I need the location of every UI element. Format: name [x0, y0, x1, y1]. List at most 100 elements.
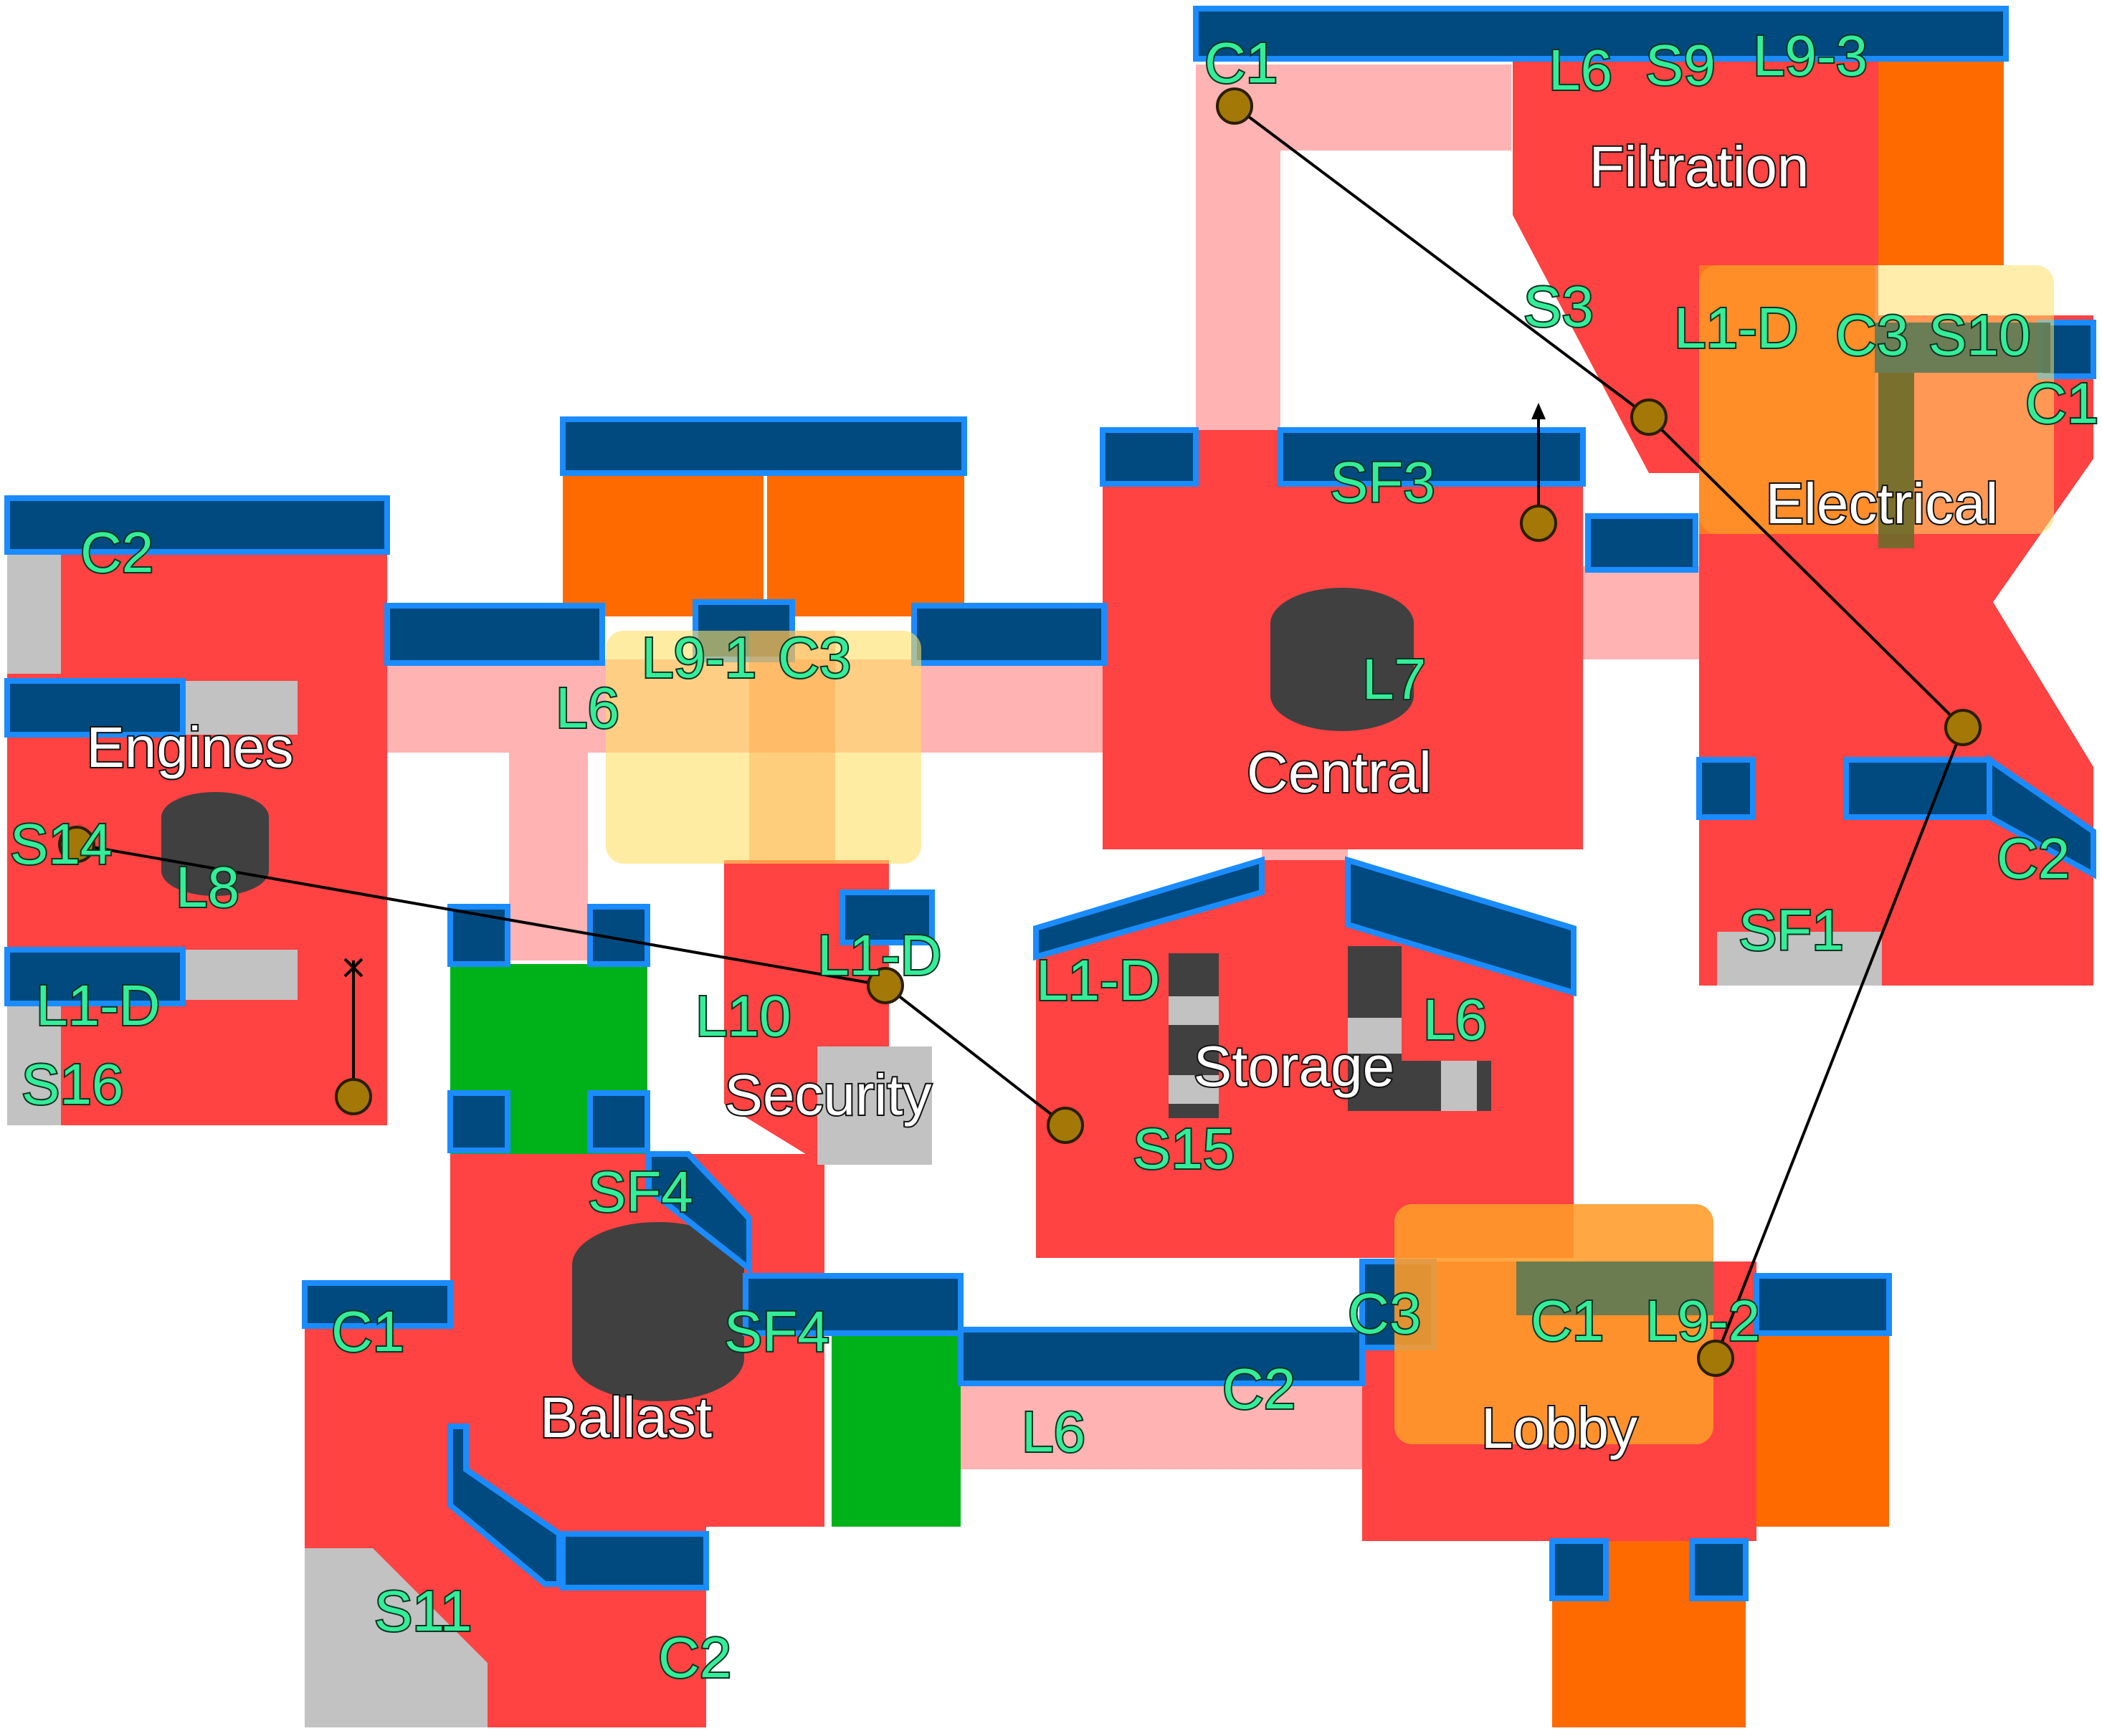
wall-lower-corridor [958, 1327, 1365, 1386]
wall-corridor-south-left [447, 904, 510, 967]
route-filtration-lobby [1233, 105, 1965, 1359]
wall-ballast-diagonal [646, 1151, 752, 1275]
zone-lobby-bar [1516, 1262, 1713, 1315]
corridor-security-vertical [509, 745, 588, 960]
wall-lobby-right [1754, 1273, 1892, 1336]
wall-central-left [1100, 427, 1199, 487]
waypoint-central[interactable] [1520, 505, 1557, 542]
room-label-security: Security [725, 1063, 932, 1127]
wall-central-right [1278, 427, 1586, 487]
wall-ballast-top [743, 1273, 964, 1336]
waypoint-lobby[interactable] [1697, 1340, 1734, 1377]
wall-filtration-top [1193, 6, 2009, 62]
corridor-filtration-vertical [1196, 129, 1280, 487]
wall-electrical-mid-left [1696, 757, 1756, 820]
tag-l10: L10 [695, 984, 791, 1048]
dark-objects [161, 588, 1491, 1401]
zones [606, 265, 2054, 1444]
zone-electrical-bar [1875, 323, 2050, 373]
wall-engines-low [4, 947, 186, 1006]
orange-north-left [563, 473, 764, 616]
zone-electrical-post [1878, 373, 1914, 548]
tag-sf1: SF1 [1739, 898, 1844, 962]
waypoints[interactable] [58, 87, 1982, 1377]
room-label-central: Central [1247, 740, 1432, 804]
engines-cylinder-icon [161, 792, 269, 896]
tag-c2-lower: C2 [1222, 1357, 1295, 1421]
corridors [387, 65, 1706, 1469]
tag-c2-electrical: C2 [1997, 826, 2070, 890]
tag-l8: L8 [176, 855, 239, 919]
waypoint-electrical[interactable] [1944, 709, 1982, 746]
tag-l7: L7 [1362, 647, 1426, 711]
tag-l1d-storage: L1-D [1036, 948, 1160, 1012]
engines-grey-left-top [7, 552, 61, 674]
wall-security-top [840, 890, 935, 945]
tag-s14: S14 [10, 812, 112, 876]
tag-sf4-top: SF4 [588, 1160, 693, 1224]
room-label-filtration: Filtration [1589, 135, 1809, 199]
tag-l9-1: L9-1 [642, 626, 756, 690]
wall-lobby-bottom-left [1549, 1538, 1609, 1601]
wall-engines-mid [4, 678, 186, 738]
tag-l9-3: L9-3 [1753, 24, 1868, 87]
tag-c1-lobby: C1 [1531, 1289, 1604, 1353]
wall-storage-left [1033, 856, 1265, 961]
orange-blocks [563, 57, 2004, 1727]
waypoint-filtration[interactable] [1630, 399, 1668, 436]
arrow-up-icon [1531, 403, 1546, 419]
tag-l6-filtration: L6 [1549, 38, 1612, 102]
orange-north-right [767, 473, 964, 616]
tag-sf3: SF3 [1330, 450, 1435, 514]
tag-l6-storage: L6 [1423, 988, 1487, 1051]
zone-electrical-orange [1699, 265, 1875, 534]
zone-security-yellow [606, 631, 921, 864]
southwest-grey [305, 1548, 488, 1727]
wall-green-low-right [587, 1090, 650, 1153]
waypoint-c1-top[interactable] [1216, 87, 1253, 125]
room-label-electrical: Electrical [1766, 472, 1999, 535]
corridor-ballast-lobby [961, 1376, 1362, 1469]
tag-c1-ballast: C1 [331, 1299, 404, 1363]
ballast-cylinder-icon [572, 1222, 744, 1401]
waypoint-security[interactable] [867, 967, 904, 1004]
waypoint-engines-s16[interactable] [335, 1078, 372, 1115]
wall-southwest-diagonal [447, 1423, 562, 1587]
wall-green-low-left [447, 1090, 510, 1153]
tag-c3-security: C3 [778, 626, 851, 690]
tag-labels: C1 L6 S9 L9-3 S3 L1-D C3 S10 C1 SF3 L7 C… [9, 22, 2100, 1691]
tag-s16: S16 [22, 1052, 123, 1116]
tag-c2-bottom: C2 [658, 1626, 731, 1689]
wall-electrical-link [1585, 513, 1698, 573]
wall-lobby-bottom-right [1689, 1538, 1749, 1601]
waypoint-storage[interactable] [1047, 1107, 1084, 1144]
tag-s10: S10 [1929, 303, 2030, 367]
room-label-ballast: Ballast [540, 1386, 712, 1449]
wall-corridor-left [384, 603, 605, 666]
tag-c1-top: C1 [1204, 31, 1278, 95]
green-ballast-block [832, 1333, 961, 1527]
orange-lobby-east [1756, 1333, 1889, 1527]
room-label-engines: Engines [86, 715, 293, 779]
wall-southwest-top [302, 1280, 453, 1329]
waypoint-engines-s14[interactable] [58, 826, 95, 863]
wall-storage-right [1345, 856, 1577, 997]
tag-c2-engines: C2 [80, 520, 153, 584]
room-label-lobby: Lobby [1481, 1396, 1637, 1460]
engines-grey-left-bottom [7, 1000, 61, 1125]
zone-security-orange [749, 631, 835, 864]
close-marker-icon [343, 958, 363, 978]
storage-light-blocks [1169, 996, 1477, 1111]
tag-l1d-engines: L1-D [36, 973, 160, 1037]
tag-s9: S9 [1645, 33, 1716, 97]
engines-grey-right-bottom [183, 950, 298, 1000]
walls [4, 6, 2096, 1601]
tag-l1d-electrical: L1-D [1674, 296, 1798, 360]
wall-corridor-right [911, 603, 1107, 666]
wall-north-block [560, 416, 967, 476]
tag-l6-lower: L6 [1022, 1400, 1085, 1464]
room-labels: Filtration Electrical Engines Central Se… [85, 133, 1999, 1461]
wall-engines-top [4, 495, 390, 555]
central-cylinder-icon [1270, 588, 1414, 731]
